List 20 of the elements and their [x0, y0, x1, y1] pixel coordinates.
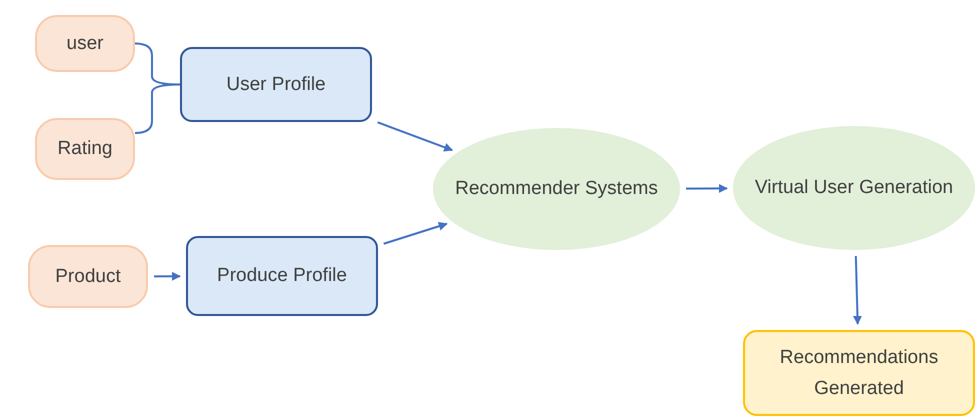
- profile-box: [186, 236, 378, 316]
- output-box: [743, 330, 975, 416]
- input-box: [35, 118, 135, 180]
- arrow: [686, 184, 728, 193]
- arrow: [154, 272, 181, 281]
- node-label: Recommender Systems: [455, 177, 658, 202]
- node-label: Rating: [58, 137, 112, 162]
- brace-connector: [134, 84, 180, 134]
- arrow: [377, 121, 454, 152]
- node-label: Recommendations Generated: [778, 346, 940, 401]
- node-label: Product: [55, 264, 121, 289]
- node-label: Produce Profile: [217, 264, 347, 288]
- node-label: User Profile: [226, 72, 326, 97]
- input-box: [28, 245, 148, 308]
- arrow: [383, 222, 448, 245]
- input-box: [35, 15, 135, 72]
- profile-box: [180, 47, 372, 122]
- node-label: user: [66, 32, 104, 56]
- node-label: Virtual User Generation: [754, 176, 954, 200]
- arrow: [852, 256, 862, 325]
